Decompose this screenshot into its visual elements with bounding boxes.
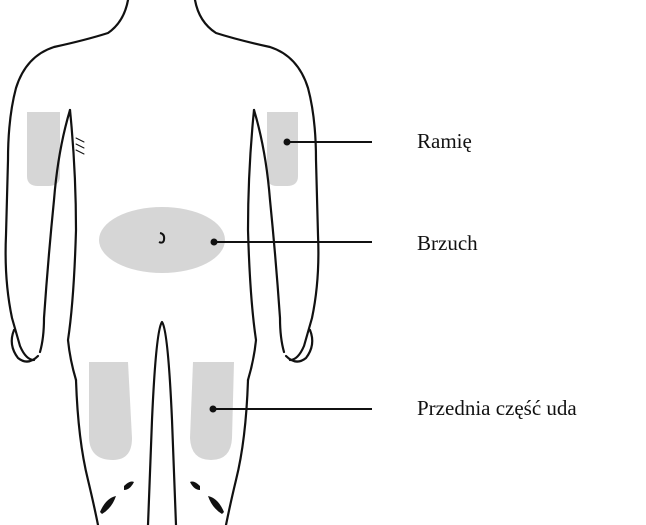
knee-mark-right-a: [208, 496, 224, 514]
right-torso-side: [248, 110, 256, 380]
knee-mark-right-b: [190, 482, 200, 491]
neck-left-outline: [6, 0, 128, 360]
knee-mark-left-a: [100, 496, 116, 514]
thigh-label: Przednia część uda: [417, 398, 577, 419]
arm-label: Ramię: [417, 131, 472, 152]
arm-mark: [76, 138, 84, 154]
injection-sites: [27, 112, 298, 460]
abdomen-site: [99, 207, 225, 273]
left-torso-side: [68, 110, 76, 380]
knee-marks: [100, 482, 224, 515]
abdomen-label: Brzuch: [417, 233, 478, 254]
upper-arm-site-right: [267, 112, 298, 186]
leader-dot-arm: [284, 139, 291, 146]
thigh-site-left: [89, 362, 132, 460]
knee-mark-left-b: [124, 482, 134, 491]
upper-arm-site-left: [27, 112, 60, 186]
neck-right-outline: [195, 0, 318, 360]
inner-legs: [148, 322, 176, 525]
leader-dot-thigh: [210, 406, 217, 413]
leader-dot-abdomen: [211, 239, 218, 246]
